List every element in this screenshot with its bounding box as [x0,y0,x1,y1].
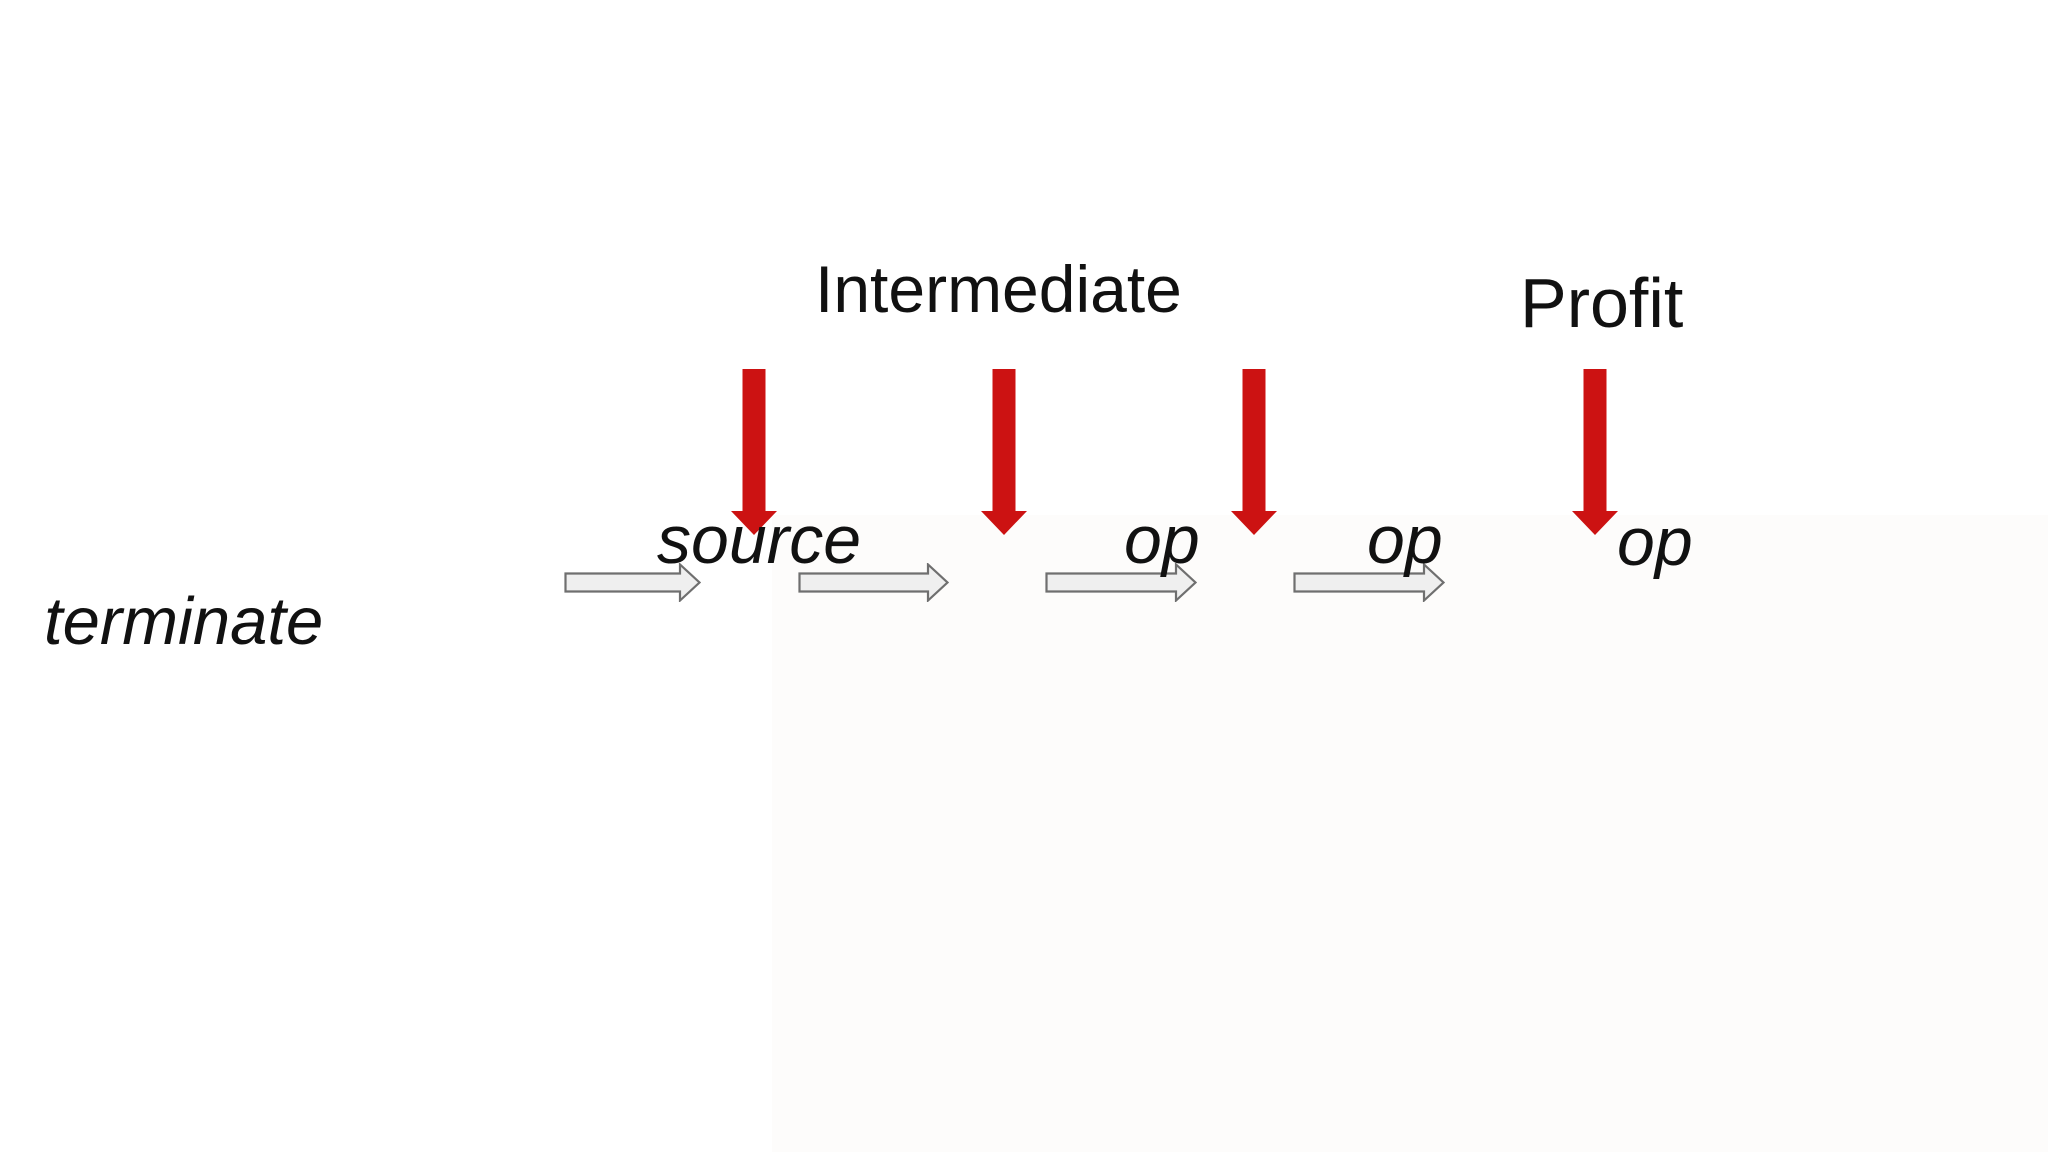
intermediate-heading: Intermediate [815,252,1182,326]
gray-right-arrow-icon [1293,563,1445,602]
red-down-arrow-icon [981,369,1027,535]
terminate-label: terminate [44,584,324,659]
gray-right-arrow-icon [564,563,701,602]
op-stage-label: op [1124,502,1200,578]
profit-heading: Profit [1520,264,1684,342]
background-shade-region [772,515,2048,1152]
gray-right-arrow-icon [798,563,949,602]
source-stage-label: source [657,502,862,578]
op-stage-label: op [1367,502,1443,578]
gray-right-arrow-icon [1045,563,1197,602]
red-down-arrow-icon [1572,369,1618,535]
op-stage-label: op [1617,504,1693,580]
red-down-arrow-icon [731,369,777,535]
red-down-arrow-icon [1231,369,1277,535]
